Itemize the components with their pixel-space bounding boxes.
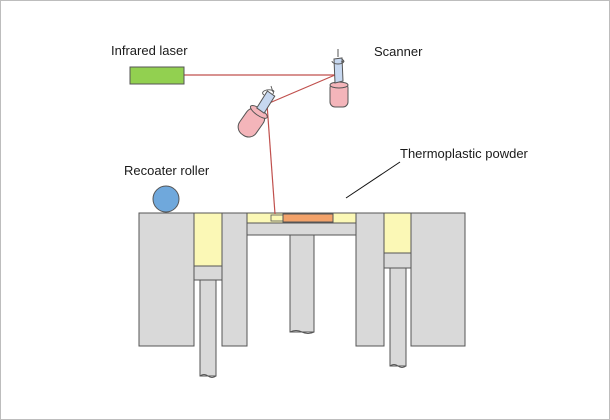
left-feed-piston [193,265,223,281]
build-rod [289,234,315,333]
right-feed-rod [389,267,407,367]
right-rod-end [389,364,407,368]
scanner-mirror-icon [329,49,349,108]
laser-beam-2 [266,74,336,105]
build-platform [246,222,357,236]
left-feed-rod [199,279,217,377]
thermoplastic-powder-label: Thermoplastic powder [400,146,528,161]
left-inner-wall [221,212,248,347]
right-outer-wall [410,212,466,347]
build-rod-end [289,330,315,334]
scanner-label: Scanner [374,44,423,59]
powder-leader-line [345,161,401,199]
left-outer-wall [138,212,195,347]
laser-beam-3 [266,103,276,215]
galvo-rotation-indicator [262,85,275,96]
recoater-roller-label: Recoater roller [124,163,210,178]
right-feed-piston [383,252,412,269]
recoater-roller-icon [152,185,180,213]
left-rod-end [199,374,217,378]
sintered-part [282,213,334,223]
laser-icon [129,66,185,85]
right-inner-wall [355,212,385,347]
infrared-laser-label: Infrared laser [111,43,188,58]
right-feed-column [383,212,412,256]
galvo-mirror-icon [237,90,276,138]
